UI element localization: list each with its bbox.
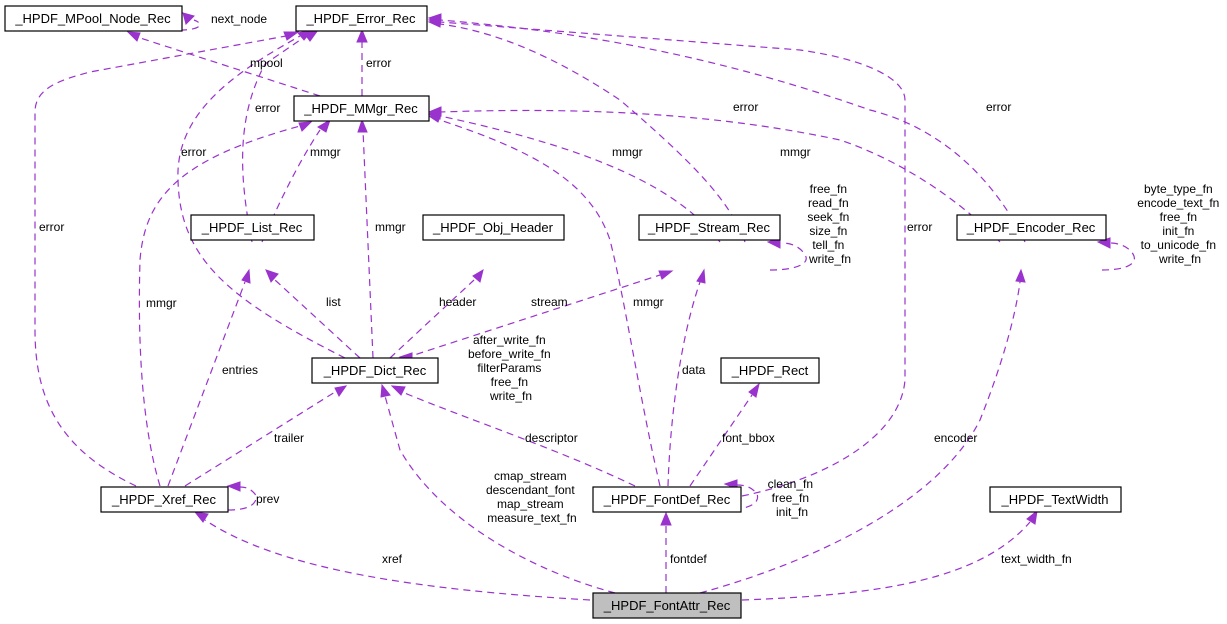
svg-text:_HPDF_Stream_Rec: _HPDF_Stream_Rec — [647, 220, 771, 235]
edge-fontattr-fontdef — [660, 511, 672, 593]
label-encoder-error: error — [986, 100, 1011, 114]
label-list: list — [326, 295, 341, 309]
label-fontattr-dict: cmap_stream descendant_font map_stream m… — [486, 469, 578, 525]
svg-text:_HPDF_Xref_Rec: _HPDF_Xref_Rec — [111, 492, 217, 507]
node-textwidth[interactable]: _HPDF_TextWidth — [989, 486, 1122, 513]
edge-mmgr-mpool — [126, 31, 321, 97]
node-mpool-node-rec[interactable]: _HPDF_MPool_Node_Rec — [4, 5, 183, 32]
edge-fontdef-mmgr — [427, 113, 661, 487]
edge-mmgr-error — [356, 28, 368, 96]
label-xref-self: prev — [256, 492, 279, 506]
label-dict-error: error — [181, 145, 206, 159]
edge-xref-self — [226, 481, 257, 511]
edge-fontattr-textwidth — [741, 509, 1038, 601]
label-mpool: mpool — [250, 56, 283, 70]
edge-fontdef-stream — [667, 268, 706, 487]
edge-xref-list — [167, 268, 251, 487]
edge-dict-stream — [404, 270, 674, 359]
label-fontdef-self: clean_fn free_fn init_fn — [768, 477, 817, 519]
label-xref-error: error — [39, 220, 64, 234]
label-fontdef-mmgr: mmgr — [633, 295, 664, 309]
label-encoder: encoder — [934, 431, 977, 445]
label-header: header — [439, 295, 476, 309]
label-xref: xref — [382, 552, 403, 566]
edge-dict-mmgr — [357, 118, 374, 359]
svg-text:_HPDF_TextWidth: _HPDF_TextWidth — [1001, 492, 1109, 507]
label-next-node: next_node — [211, 12, 267, 26]
label-entries: entries — [222, 363, 258, 377]
edge-encoder-self — [1096, 237, 1135, 271]
label-trailer: trailer — [274, 431, 304, 445]
label-stream-mmgr: mmgr — [612, 145, 643, 159]
label-descriptor: descriptor — [525, 431, 578, 445]
node-fontattr-rec[interactable]: _HPDF_FontAttr_Rec — [592, 592, 742, 619]
label-font-bbox: font_bbox — [722, 431, 775, 445]
edge-fontdef-dict — [390, 385, 636, 487]
svg-text:_HPDF_Obj_Header: _HPDF_Obj_Header — [432, 220, 554, 235]
label-dict-mmgr: mmgr — [375, 220, 406, 234]
node-dict-rec[interactable]: _HPDF_Dict_Rec — [311, 357, 439, 384]
edge-stream-self — [766, 237, 807, 271]
edge-xref-error — [34, 31, 300, 487]
label-stream-self: free_fn read_fn seek_fn size_fn tell_fn … — [807, 182, 852, 266]
node-stream-rec[interactable]: _HPDF_Stream_Rec — [638, 214, 781, 241]
label-stream-error: error — [733, 100, 758, 114]
edge-fontattr-encoder — [699, 268, 1026, 594]
edge-encoder-error — [427, 13, 1026, 243]
label-fontdef-error: error — [907, 220, 932, 234]
label-list-error: error — [255, 101, 280, 115]
svg-text:_HPDF_MMgr_Rec: _HPDF_MMgr_Rec — [303, 101, 418, 116]
svg-text:_HPDF_MPool_Node_Rec: _HPDF_MPool_Node_Rec — [14, 11, 171, 26]
edge-fontdef-rect — [689, 382, 760, 487]
edge-fontattr-dict — [380, 383, 616, 594]
edge-dict-error — [177, 29, 346, 359]
node-obj-header[interactable]: _HPDF_Obj_Header — [422, 214, 565, 241]
label-fontdef: fontdef — [670, 552, 707, 566]
label-list-mmgr: mmgr — [310, 145, 341, 159]
svg-text:_HPDF_Encoder_Rec: _HPDF_Encoder_Rec — [966, 220, 1096, 235]
node-encoder-rec[interactable]: _HPDF_Encoder_Rec — [956, 214, 1107, 241]
node-list-rec[interactable]: _HPDF_List_Rec — [190, 214, 315, 241]
edge-xref-mmgr — [138, 121, 313, 487]
edge-encoder-mmgr — [427, 106, 1001, 243]
edge-dict-header — [389, 268, 484, 359]
svg-text:_HPDF_Rect: _HPDF_Rect — [731, 363, 809, 378]
svg-text:_HPDF_FontAttr_Rec: _HPDF_FontAttr_Rec — [603, 598, 731, 613]
label-encoder-mmgr: mmgr — [780, 145, 811, 159]
svg-text:_HPDF_Dict_Rec: _HPDF_Dict_Rec — [323, 363, 427, 378]
node-fontdef-rec[interactable]: _HPDF_FontDef_Rec — [592, 486, 742, 513]
edge-stream-error — [427, 17, 746, 243]
label-encoder-self: byte_type_fn encode_text_fn free_fn init… — [1137, 182, 1222, 266]
node-error-rec[interactable]: _HPDF_Error_Rec — [295, 5, 428, 32]
label-dict-self: after_write_fn before_write_fn filterPar… — [468, 333, 554, 403]
svg-text:_HPDF_FontDef_Rec: _HPDF_FontDef_Rec — [603, 492, 731, 507]
label-data: data — [682, 363, 706, 377]
edge-mpool-next-node — [179, 12, 201, 31]
edge-dict-list — [265, 269, 361, 359]
svg-text:_HPDF_List_Rec: _HPDF_List_Rec — [201, 220, 303, 235]
label-stream: stream — [531, 295, 568, 309]
svg-text:_HPDF_Error_Rec: _HPDF_Error_Rec — [305, 11, 416, 26]
node-mmgr-rec[interactable]: _HPDF_MMgr_Rec — [293, 95, 430, 122]
label-text-width-fn: text_width_fn — [1001, 552, 1072, 566]
edge-fontattr-xref — [193, 511, 591, 601]
label-xref-mmgr: mmgr — [146, 296, 177, 310]
edge-labels: next_node mpool error error error error … — [39, 12, 1222, 566]
label-mmgr-error: error — [366, 56, 391, 70]
node-xref-rec[interactable]: _HPDF_Xref_Rec — [100, 486, 229, 513]
edge-xref-dict — [184, 385, 348, 487]
node-rect[interactable]: _HPDF_Rect — [720, 357, 820, 384]
